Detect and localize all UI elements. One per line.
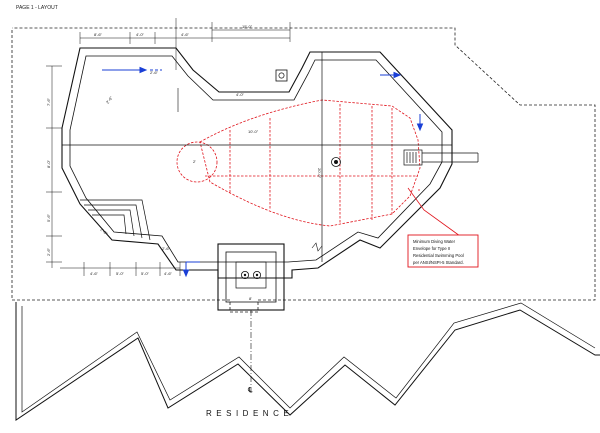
dim-diving-length: 10'-0" <box>248 129 259 134</box>
dimension-lines-left <box>46 65 62 268</box>
note-leader-line <box>407 187 461 237</box>
note-line-4: per ANSI/NSPI-5 Standard. <box>413 260 464 265</box>
dim-inner-4: 2'-0" <box>99 227 109 236</box>
main-drain-icon <box>331 157 341 167</box>
dim-bottom-2: 5'-0" <box>116 271 125 276</box>
residence-inner-outline <box>21 302 596 413</box>
page-title: PAGE 1 - LAYOUT <box>16 5 58 11</box>
diving-envelope-note: Minimum Diving Water Envelope for Type I… <box>407 234 479 268</box>
pool-inner-wall <box>69 55 443 263</box>
dim-top-3: 4'-6" <box>181 32 190 37</box>
dimension-lines-top <box>79 18 291 70</box>
spa-jet-icon <box>252 270 261 279</box>
residence-label: RESIDENCE <box>206 409 293 418</box>
skimmer-icon <box>275 69 288 82</box>
pool-steps <box>80 199 151 241</box>
dim-inner-3: 4'-0" <box>236 92 245 97</box>
note-line-1: Minimum Diving Water <box>413 239 456 244</box>
dim-bottom-1: 4'-6" <box>90 271 99 276</box>
dim-left-3: 5'-6" <box>46 213 51 222</box>
diving-board-icon <box>403 149 479 166</box>
pool-outer-wall <box>61 47 453 279</box>
dim-bottom-4: 4'-6" <box>164 271 173 276</box>
note-line-3: Residential Swimming Pool <box>413 253 464 258</box>
dim-top-2: 4'-0" <box>136 32 145 37</box>
flow-arrows <box>102 66 424 278</box>
dim-top-4: 15'-0" <box>242 24 253 29</box>
dim-top-1: 8'-6" <box>94 32 103 37</box>
property-boundary <box>11 27 596 313</box>
dim-left-2: 8'-0" <box>46 159 51 168</box>
dim-inner-5: 2'-6" <box>162 246 171 251</box>
centerline-symbol: ℄ <box>247 387 253 394</box>
note-line-2: Envelope for Type II <box>413 246 450 251</box>
dim-inner-1: 2'-6" <box>105 95 114 105</box>
dim-left-4: 2'-6" <box>46 247 51 256</box>
dim-bottom-3: 5'-0" <box>141 271 150 276</box>
break-symbol <box>311 242 323 252</box>
spa-jet-icon <box>240 270 249 279</box>
dim-radius: 2' <box>193 159 196 164</box>
diving-envelope <box>176 99 421 227</box>
dim-inner-2: 2'-6" <box>150 70 159 75</box>
dimension-lines-bottom <box>60 262 181 276</box>
residence-outline <box>15 302 600 421</box>
dim-pool-width: 20'-0" <box>317 168 322 179</box>
dim-left-1: 7'-6" <box>46 97 51 106</box>
dim-spa-size: 8' <box>249 296 252 301</box>
